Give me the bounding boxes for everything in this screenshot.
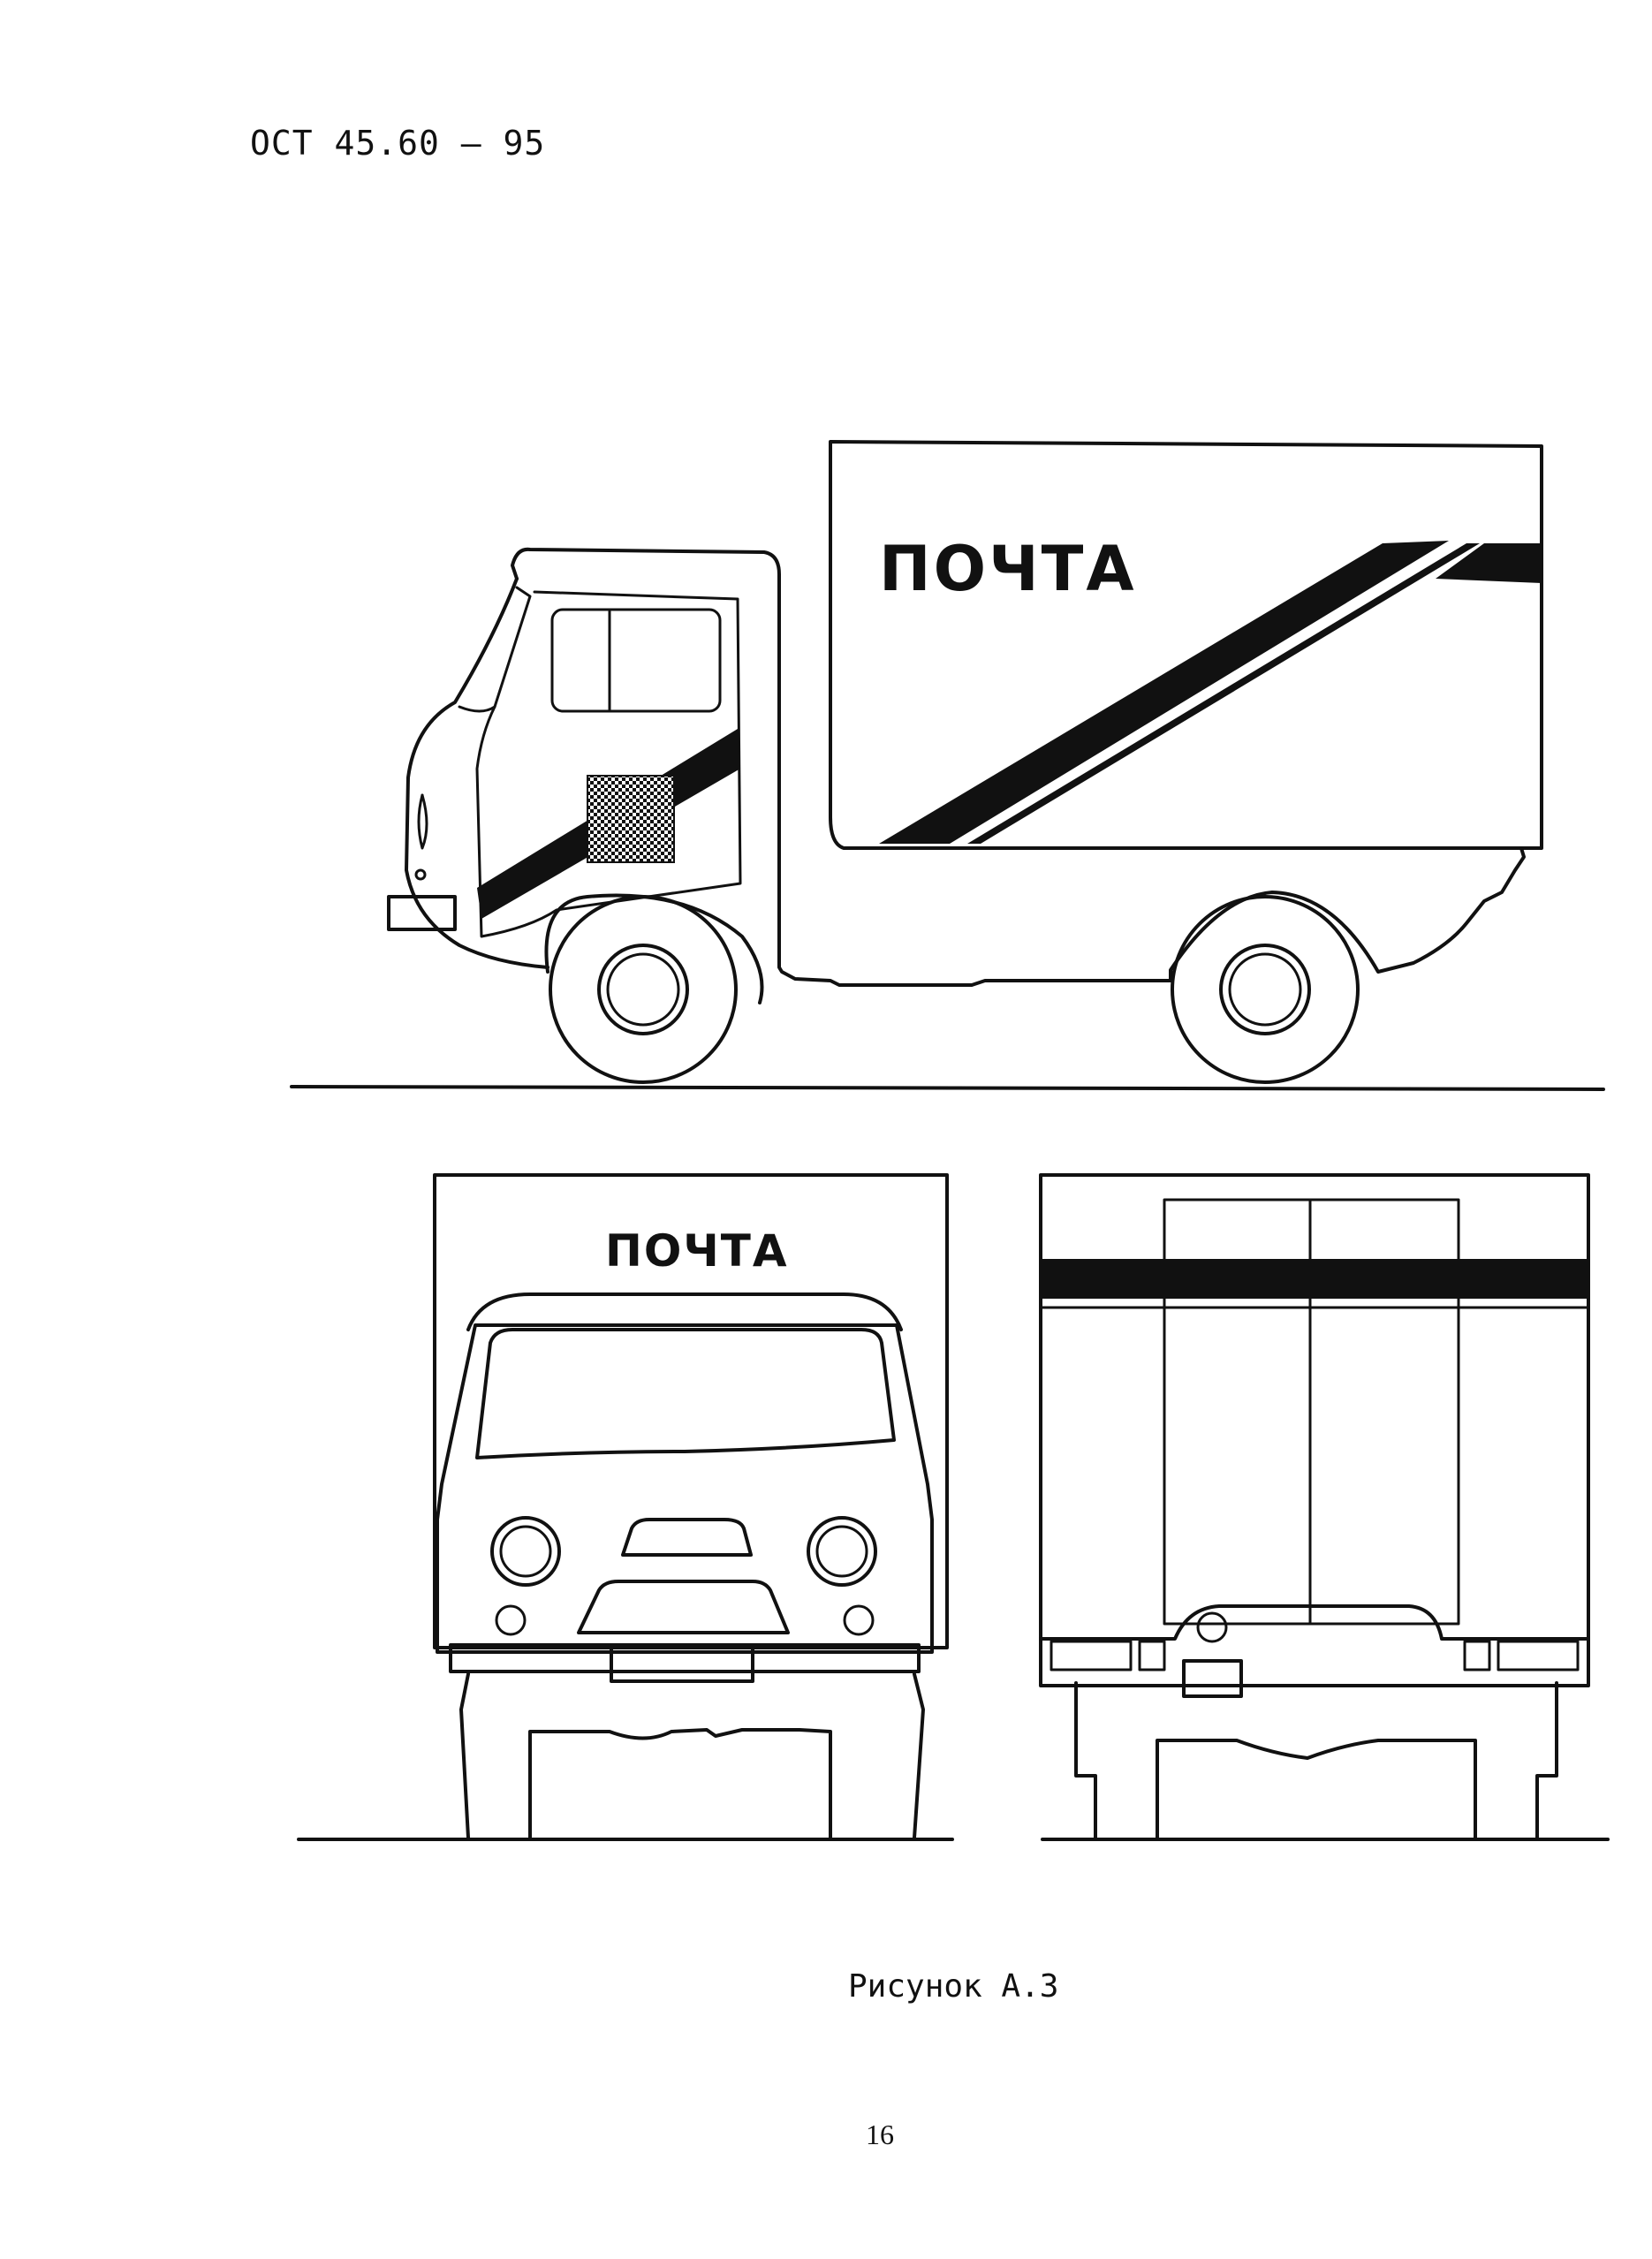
rear-bumper-area: [1039, 1604, 1590, 1641]
rear-light-left: [1050, 1640, 1133, 1672]
front-upper-grille: [621, 1518, 753, 1557]
rear-stripe: [1041, 1259, 1588, 1299]
front-chassis: [459, 1672, 925, 1839]
side-marker-light: [414, 868, 427, 881]
figure-caption: Рисунок А.3: [848, 1968, 1059, 2005]
front-indicator-left: [495, 1604, 527, 1636]
front-cab-roof: [466, 1292, 903, 1331]
side-view-lettering: ПОЧТА: [879, 533, 1137, 605]
side-cab-front: [405, 577, 549, 969]
side-cab-window: [550, 608, 722, 713]
rear-view: [1039, 1173, 1610, 1841]
front-windshield: [475, 1328, 896, 1459]
front-license-plate: [610, 1646, 754, 1683]
side-cargo-box: [829, 440, 1543, 850]
front-bumper: [449, 1643, 921, 1673]
side-headlight: [417, 793, 428, 850]
side-cargo-stripe: [879, 541, 1449, 844]
front-headlight-left-inner: [499, 1525, 552, 1578]
rear-light-right: [1497, 1640, 1580, 1672]
side-door-emblem: [587, 775, 675, 863]
rear-door-right: [1308, 1198, 1460, 1626]
rear-tow-hook: [1196, 1611, 1228, 1643]
rear-chassis: [1074, 1681, 1558, 1839]
front-headlight-right-inner: [815, 1525, 868, 1578]
front-headlight-right: [807, 1516, 877, 1587]
side-windshield-pillar: [458, 586, 532, 713]
side-view: ПОЧТА: [290, 440, 1605, 1091]
front-view: ПОЧТА: [297, 1173, 954, 1841]
front-headlight-left: [490, 1516, 561, 1587]
rear-license-plate: [1182, 1659, 1243, 1698]
rear-light-right-2: [1463, 1640, 1491, 1672]
side-bumper: [387, 895, 457, 931]
front-lower-grille: [577, 1580, 790, 1634]
side-rear-wheel: [1171, 895, 1360, 1084]
side-front-wheel: [544, 893, 764, 1084]
page-number: 16: [866, 2119, 894, 2150]
side-cab-body: [511, 547, 1526, 987]
document-code: ОСТ 45.60 – 95: [250, 124, 546, 163]
side-cargo-stripe-end: [1436, 543, 1542, 583]
rear-light-left-2: [1138, 1640, 1166, 1672]
side-view-ground-line: [290, 1085, 1605, 1091]
side-cargo-stripe-thin: [967, 543, 1480, 844]
front-view-lettering: ПОЧТА: [605, 1225, 789, 1277]
side-cab-door: [475, 590, 742, 938]
rear-cargo-box: [1039, 1173, 1590, 1687]
front-indicator-right: [843, 1604, 875, 1636]
front-cab-body: [436, 1323, 934, 1654]
